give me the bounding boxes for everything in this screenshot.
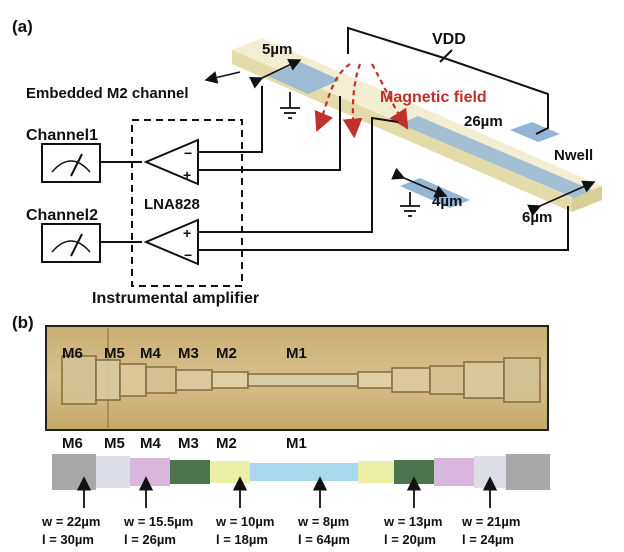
strip-label-m5: M5 (104, 435, 125, 452)
dim-26um-label: 26µm (464, 113, 503, 130)
segment-m1 (250, 463, 358, 481)
vdd-label: VDD (432, 31, 466, 48)
anno-0-w: w = 22µm (41, 514, 100, 529)
meter-1-icon (41, 143, 101, 183)
magnetic-field-lines (314, 63, 409, 139)
anno-3-w: w = 8µm (297, 514, 349, 529)
segment-m6-left (52, 454, 96, 490)
strip-labels: M6 M5 M4 M3 M2 M1 (62, 435, 307, 452)
anno-4-w: w = 13µm (383, 514, 442, 529)
amp1-minus: − (184, 145, 192, 161)
amp1-plus: + (183, 167, 191, 183)
segment-m4-right (434, 458, 474, 486)
panel-b-label: (b) (12, 313, 34, 332)
segment-m4-left (130, 458, 170, 486)
segment-m2-left (210, 461, 250, 483)
photo-label-m6: M6 (62, 345, 83, 362)
amplifier-name-label: LNA828 (144, 196, 200, 213)
annotation-arrows (76, 476, 498, 508)
anno-0-l: l = 30µm (42, 532, 94, 547)
anno-2-l: l = 18µm (216, 532, 268, 547)
photo-label-m2: M2 (216, 345, 237, 362)
ground-symbol-bottom (400, 192, 420, 217)
dim-6um-arrow (527, 180, 596, 217)
pad-26um (510, 122, 560, 142)
anno-1-w: w = 15.5µm (123, 514, 193, 529)
segment-m6-right (506, 454, 550, 490)
segment-m2-right (358, 461, 394, 483)
segment-strip (52, 454, 550, 490)
dim-5um-arrow (249, 59, 302, 89)
dim-4um-label: 4µm (432, 193, 462, 210)
annotations: w = 22µm l = 30µm w = 15.5µm l = 26µm w … (41, 514, 520, 547)
magnetic-field-label: Magnetic field (380, 89, 487, 106)
segment-m3-left (170, 460, 210, 484)
strip-label-m2: M2 (216, 435, 237, 452)
anno-4-l: l = 20µm (384, 532, 436, 547)
instrumental-amplifier-label: Instrumental amplifier (92, 290, 259, 307)
micrograph (45, 325, 549, 431)
strip-label-m1: M1 (286, 435, 307, 452)
photo-label-m4: M4 (140, 345, 161, 362)
channel1-label: Channel1 (26, 127, 98, 144)
nwell-label: Nwell (554, 147, 593, 164)
photo-label-m1: M1 (286, 345, 307, 362)
anno-5-w: w = 21µm (461, 514, 520, 529)
circuit-wiring (100, 86, 569, 251)
channel2-label: Channel2 (26, 207, 98, 224)
panel-a-label: (a) (12, 17, 33, 36)
amp2-minus: − (184, 247, 192, 263)
dim-4um-arrow (391, 167, 448, 198)
anno-2-w: w = 10µm (215, 514, 274, 529)
vdd-wiring (347, 26, 549, 135)
strip-label-m3: M3 (178, 435, 199, 452)
amplifier-1-symbol (143, 138, 199, 186)
embedded-arrow (204, 71, 241, 84)
anno-5-l: l = 24µm (462, 532, 514, 547)
dim-5um-label: 5µm (262, 41, 292, 58)
strip-label-m6: M6 (62, 435, 83, 452)
strip-label-m4: M4 (140, 435, 161, 452)
amp2-plus: + (183, 225, 191, 241)
amplifier-2-symbol (143, 218, 199, 266)
photo-label-m3: M3 (178, 345, 199, 362)
dim-6um-label: 6µm (522, 209, 552, 226)
photo-label-m5: M5 (104, 345, 125, 362)
anno-1-l: l = 26µm (124, 532, 176, 547)
anno-3-l: l = 64µm (298, 532, 350, 547)
meter-2-icon (41, 223, 101, 263)
instrumental-amplifier-box (131, 119, 243, 287)
embedded-label: Embedded M2 channel (26, 85, 189, 102)
ground-symbol-top (280, 92, 300, 119)
segment-m5-left (96, 456, 130, 488)
nwell-channel (400, 116, 592, 198)
micrograph-labels: M6 M5 M4 M3 M2 M1 (62, 345, 307, 362)
